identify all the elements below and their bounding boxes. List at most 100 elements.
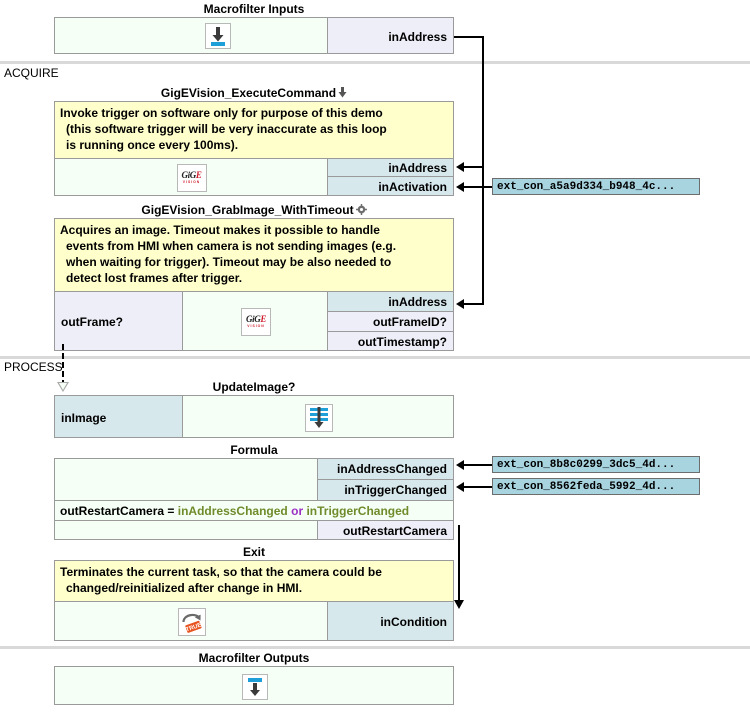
update-image-icon — [305, 403, 333, 432]
formula-expression[interactable]: outRestartCamera = inAddressChanged or i… — [55, 500, 453, 521]
port-column-grabimage: inAddress outFrameID? outTimestamp? — [327, 292, 453, 350]
wire-ext-intriggerchanged — [464, 486, 492, 488]
port-label: inCondition — [380, 614, 447, 629]
block-body-executecommand: Invoke trigger on software only for purp… — [54, 101, 454, 196]
block-body-formula: inAddressChanged inTriggerChanged outRes… — [54, 458, 454, 540]
block-macrofilter-inputs[interactable]: Macrofilter Inputs inAddress — [54, 2, 454, 54]
port-outframeid-grabimage[interactable]: outFrameID? — [327, 312, 453, 332]
port-inimage-updateimage[interactable]: inImage — [55, 396, 183, 437]
ext-connector-trigger-changed[interactable]: ext_con_8562feda_5992_4d... — [492, 478, 700, 495]
ext-connector-label: ext_con_a5a9d334_b948_4c... — [497, 180, 676, 193]
block-title-text: UpdateImage? — [212, 380, 296, 394]
arrow-inaddresschanged-formula — [456, 460, 464, 470]
block-comment-exit: Terminates the current task, so that the… — [55, 561, 453, 602]
arrow-inaddress-executecommand — [456, 162, 464, 172]
port-outframe-grabimage[interactable]: outFrame? — [55, 292, 183, 350]
block-updateimage[interactable]: UpdateImage? inImage — [54, 380, 454, 438]
icon-cell: GiGE VISION — [55, 159, 328, 195]
port-column-formula-outputs: outRestartCamera — [317, 521, 453, 539]
block-title-executecommand: GigEVision_ExecuteCommand — [54, 86, 454, 102]
block-body-macrofilter-inputs: inAddress — [54, 17, 454, 54]
svg-text:TRUE: TRUE — [185, 622, 202, 633]
block-title-text: Formula — [230, 443, 278, 457]
formula-operator: or — [291, 503, 304, 518]
port-label: outRestartCamera — [342, 524, 447, 538]
ext-connector-activation[interactable]: ext_con_a5a9d334_b948_4c... — [492, 178, 700, 195]
section-label-text: ACQUIRE — [4, 66, 59, 80]
section-divider-acquire — [0, 61, 750, 64]
portrow-grabimage: outFrame? GiGE VISION inAddress outFrame… — [55, 292, 453, 350]
port-label: inAddress — [388, 160, 447, 175]
arrow-intriggerchanged-formula — [456, 482, 464, 492]
block-macrofilter-outputs[interactable]: Macrofilter Outputs — [54, 651, 454, 705]
port-column-macrofilter-inputs: inAddress — [327, 18, 453, 53]
comment-line: Terminates the current task, so that the… — [60, 565, 382, 579]
port-inactivation-executecommand[interactable]: inActivation — [327, 177, 453, 195]
formula-operand-b: inTriggerChanged — [306, 503, 410, 518]
section-divider-process — [0, 356, 750, 359]
gige-sub-text: VISION — [247, 323, 265, 328]
block-title-text: Exit — [242, 545, 265, 559]
icon-cell: TRUE — [55, 602, 328, 640]
wire-ext-inactivation — [464, 186, 492, 188]
port-label: outFrameID? — [372, 314, 447, 329]
portrow-executecommand: GiGE VISION inAddress inActivation — [55, 159, 453, 195]
block-exit[interactable]: Exit Terminates the current task, so tha… — [54, 545, 454, 641]
block-formula[interactable]: Formula inAddressChanged inTriggerChange… — [54, 443, 454, 540]
comment-line: changed/reinitialized after change in HM… — [66, 581, 303, 595]
block-title-macrofilter-outputs: Macrofilter Outputs — [54, 651, 454, 666]
macrofilter-input-icon — [204, 22, 231, 49]
port-outtimestamp-grabimage[interactable]: outTimestamp? — [327, 332, 453, 350]
wire-outrestartcamera-to-incondition — [458, 525, 460, 604]
port-inaddress-macro-in[interactable]: inAddress — [327, 18, 453, 53]
comment-line: is running once every 100ms). — [66, 138, 239, 152]
port-label: inAddress — [388, 294, 447, 309]
arrow-inactivation-executecommand — [456, 182, 464, 192]
comment-line: when waiting for trigger). Timeout may b… — [66, 255, 392, 269]
port-inaddress-grabimage[interactable]: inAddress — [327, 292, 453, 312]
port-label: inActivation — [378, 179, 447, 194]
comment-line: (this software trigger will be very inac… — [66, 122, 387, 136]
ext-connector-label: ext_con_8562feda_5992_4d... — [497, 480, 676, 493]
macrofilter-output-icon — [242, 673, 268, 700]
port-inaddress-executecommand[interactable]: inAddress — [327, 159, 453, 177]
block-comment-executecommand: Invoke trigger on software only for purp… — [55, 102, 453, 159]
port-column-exit: inCondition — [327, 602, 453, 640]
comment-line: Acquires an image. Timeout makes it poss… — [60, 223, 380, 237]
icon-cell: GiGE VISION — [183, 292, 329, 350]
comment-line: detect lost frames after trigger. — [66, 271, 243, 285]
icon-cell — [55, 667, 453, 704]
icon-cell — [183, 396, 453, 437]
gige-vision-icon: GiGE VISION — [176, 163, 207, 192]
block-gigevision-grabimage-withtimeout[interactable]: GigEVision_GrabImage_WithTimeout Acquire… — [54, 203, 454, 351]
block-title-text: GigEVision_GrabImage_WithTimeout — [141, 203, 354, 217]
port-label: inAddress — [388, 29, 447, 44]
ext-connector-address-changed[interactable]: ext_con_8b8c0299_3dc5_4d... — [492, 456, 700, 473]
arrow-inimage-updateimage-inner — [59, 383, 67, 390]
port-outrestartcamera-formula[interactable]: outRestartCamera — [317, 521, 453, 539]
port-label: outFrame? — [61, 314, 124, 329]
wire-inaddress-h1 — [454, 36, 484, 38]
block-comment-grabimage: Acquires an image. Timeout makes it poss… — [55, 219, 453, 292]
port-inaddresschanged-formula[interactable]: inAddressChanged — [317, 459, 453, 480]
port-intriggerchanged-formula[interactable]: inTriggerChanged — [317, 480, 453, 500]
block-gigevision-executecommand[interactable]: GigEVision_ExecuteCommand Invoke trigger… — [54, 86, 454, 196]
down-arrow-icon — [338, 87, 347, 102]
block-title-text: Macrofilter Inputs — [203, 2, 305, 16]
ext-connector-label: ext_con_8b8c0299_3dc5_4d... — [497, 458, 676, 471]
formula-equals: = — [167, 503, 175, 518]
block-body-updateimage: inImage — [54, 395, 454, 438]
block-body-macrofilter-outputs — [54, 666, 454, 705]
block-title-exit: Exit — [54, 545, 454, 560]
port-label: outTimestamp? — [357, 334, 447, 349]
gige-sub-text: VISION — [182, 179, 201, 184]
gear-icon — [355, 204, 367, 219]
port-column-executecommand: inAddress inActivation — [327, 159, 453, 195]
exit-true-icon: TRUE — [177, 607, 206, 636]
gige-vision-icon: GiGE VISION — [241, 307, 271, 336]
arrow-incondition-exit — [454, 600, 464, 609]
block-title-text: Macrofilter Outputs — [198, 651, 310, 665]
port-incondition-exit[interactable]: inCondition — [327, 602, 453, 640]
section-divider-outputs — [0, 646, 750, 649]
